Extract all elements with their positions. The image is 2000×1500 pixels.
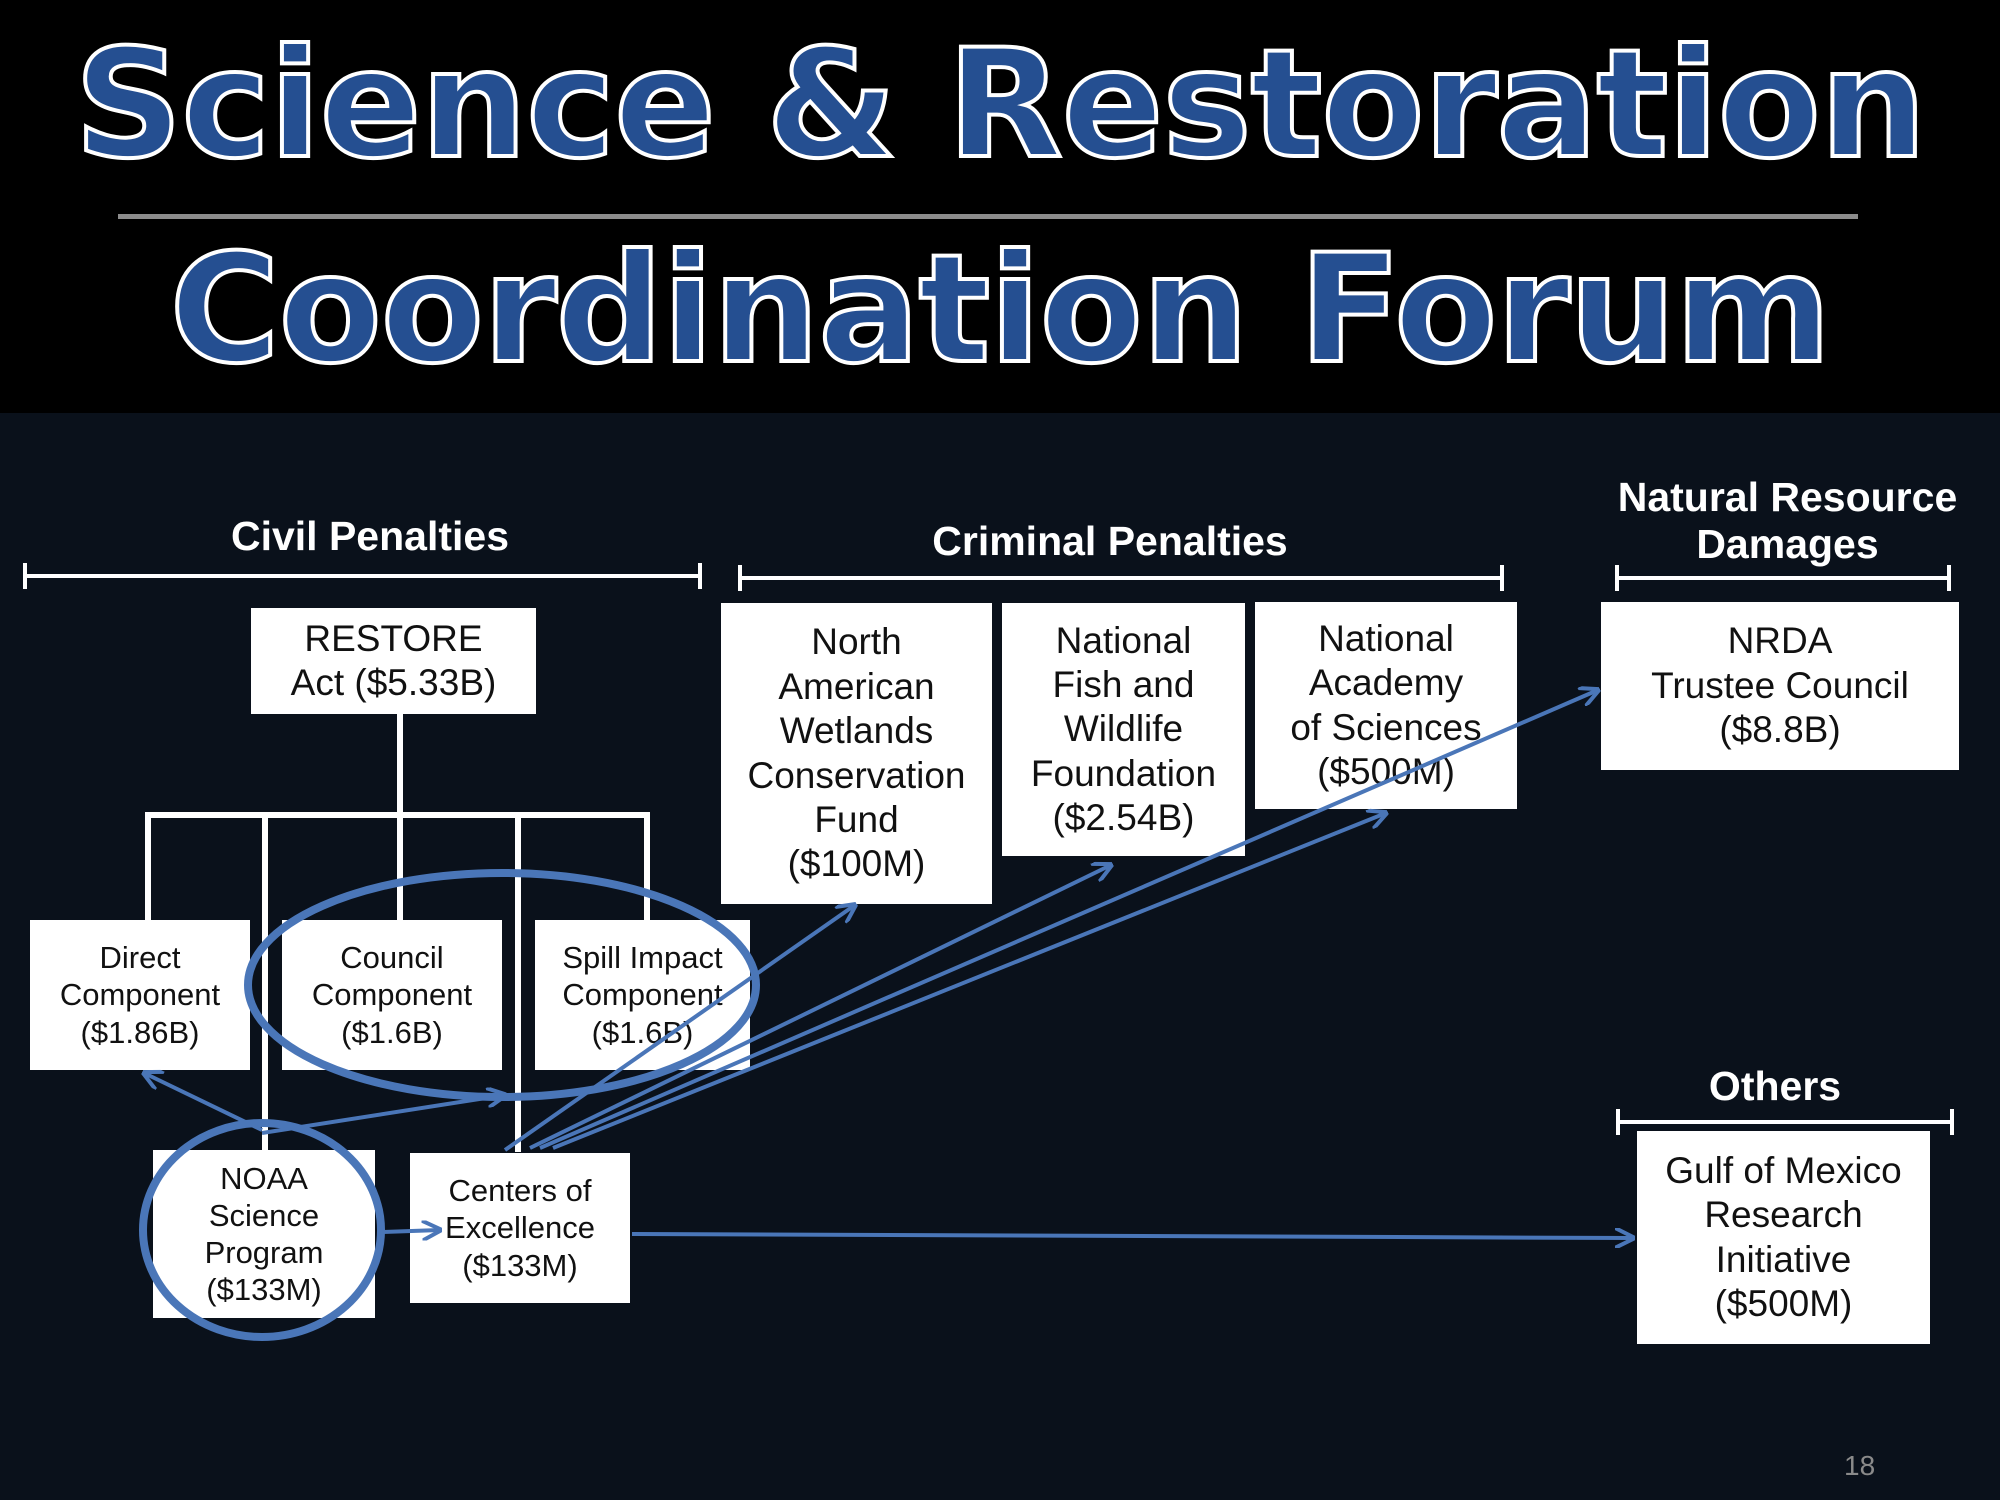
criminal-penalties-label: Criminal Penalties (932, 518, 1288, 564)
council-component-label: Council Component ($1.6B) (311, 940, 473, 1050)
nas-label: National Academy of Sciences ($500M) (1290, 617, 1482, 792)
nrd-bracket (1615, 565, 1951, 591)
highlight-ellipse-components (244, 869, 760, 1101)
title-divider (118, 214, 1858, 219)
page-number: 18 (1844, 1450, 1876, 1481)
noaa-science-program-label: NOAA Science Program ($133M) (204, 1160, 324, 1308)
nawcf-box: North American Wetlands Conservation Fun… (721, 603, 992, 904)
centers-of-excellence-label: Centers of Excellence ($133M) (445, 1173, 595, 1283)
nrda-trustee-council-box: NRDA Trustee Council ($8.8B) (1601, 602, 1959, 770)
nfwf-label: National Fish and Wildlife Foundation ($… (1030, 619, 1217, 839)
gomri-box: Gulf of Mexico Research Initiative ($500… (1637, 1131, 1930, 1344)
tree-branch-council (397, 812, 403, 922)
nrda-trustee-council-label: NRDA Trustee Council ($8.8B) (1651, 620, 1909, 751)
others-bracket (1616, 1109, 1954, 1135)
arrow-to-nfwf (529, 865, 1111, 1150)
nas-box: National Academy of Sciences ($500M) (1255, 602, 1517, 809)
civil-penalties-bracket (23, 563, 702, 589)
arrow-to-nrda (539, 690, 1598, 1150)
restore-act-label: RESTORE Act ($5.33B) (290, 617, 497, 703)
council-component-box: Council Component ($1.6B) (282, 920, 502, 1070)
arrow-to-direct (144, 1073, 263, 1132)
title-line-1: Science & Restoration (72, 18, 1928, 192)
noaa-science-program-box: NOAA Science Program ($133M) (153, 1150, 375, 1318)
direct-component-box: Direct Component ($1.86B) (30, 920, 250, 1070)
centers-of-excellence-box: Centers of Excellence ($133M) (410, 1153, 630, 1303)
arrow-to-gomri (631, 1234, 1633, 1238)
tree-branch-direct (145, 812, 151, 922)
gomri-label: Gulf of Mexico Research Initiative ($500… (1665, 1149, 1902, 1324)
tree-branch-noaa (262, 812, 268, 1152)
title-line-2: Coordination Forum (168, 223, 1834, 397)
natural-resource-damages-label: Natural Resource Damages (1617, 474, 1958, 568)
arrow-to-nawcf (503, 905, 855, 1152)
highlight-ellipse-noaa (139, 1119, 385, 1341)
nfwf-box: National Fish and Wildlife Foundation ($… (1002, 603, 1245, 856)
others-label: Others (1708, 1063, 1842, 1109)
restore-act-box: RESTORE Act ($5.33B) (251, 608, 536, 714)
tree-branch-spill (644, 812, 650, 922)
arrow-noaa-centers (382, 1230, 440, 1232)
nawcf-label: North American Wetlands Conservation Fun… (747, 621, 966, 885)
arrow-to-council (261, 1095, 505, 1135)
criminal-penalties-bracket (738, 565, 1504, 591)
arrow-to-nas (552, 813, 1386, 1150)
tree-branch-centers (515, 812, 521, 1152)
header-band: Science & Restoration Coordination Forum (0, 0, 2000, 413)
tree-trunk (397, 714, 403, 814)
civil-penalties-label: Civil Penalties (230, 513, 509, 559)
direct-component-label: Direct Component ($1.86B) (59, 940, 221, 1050)
